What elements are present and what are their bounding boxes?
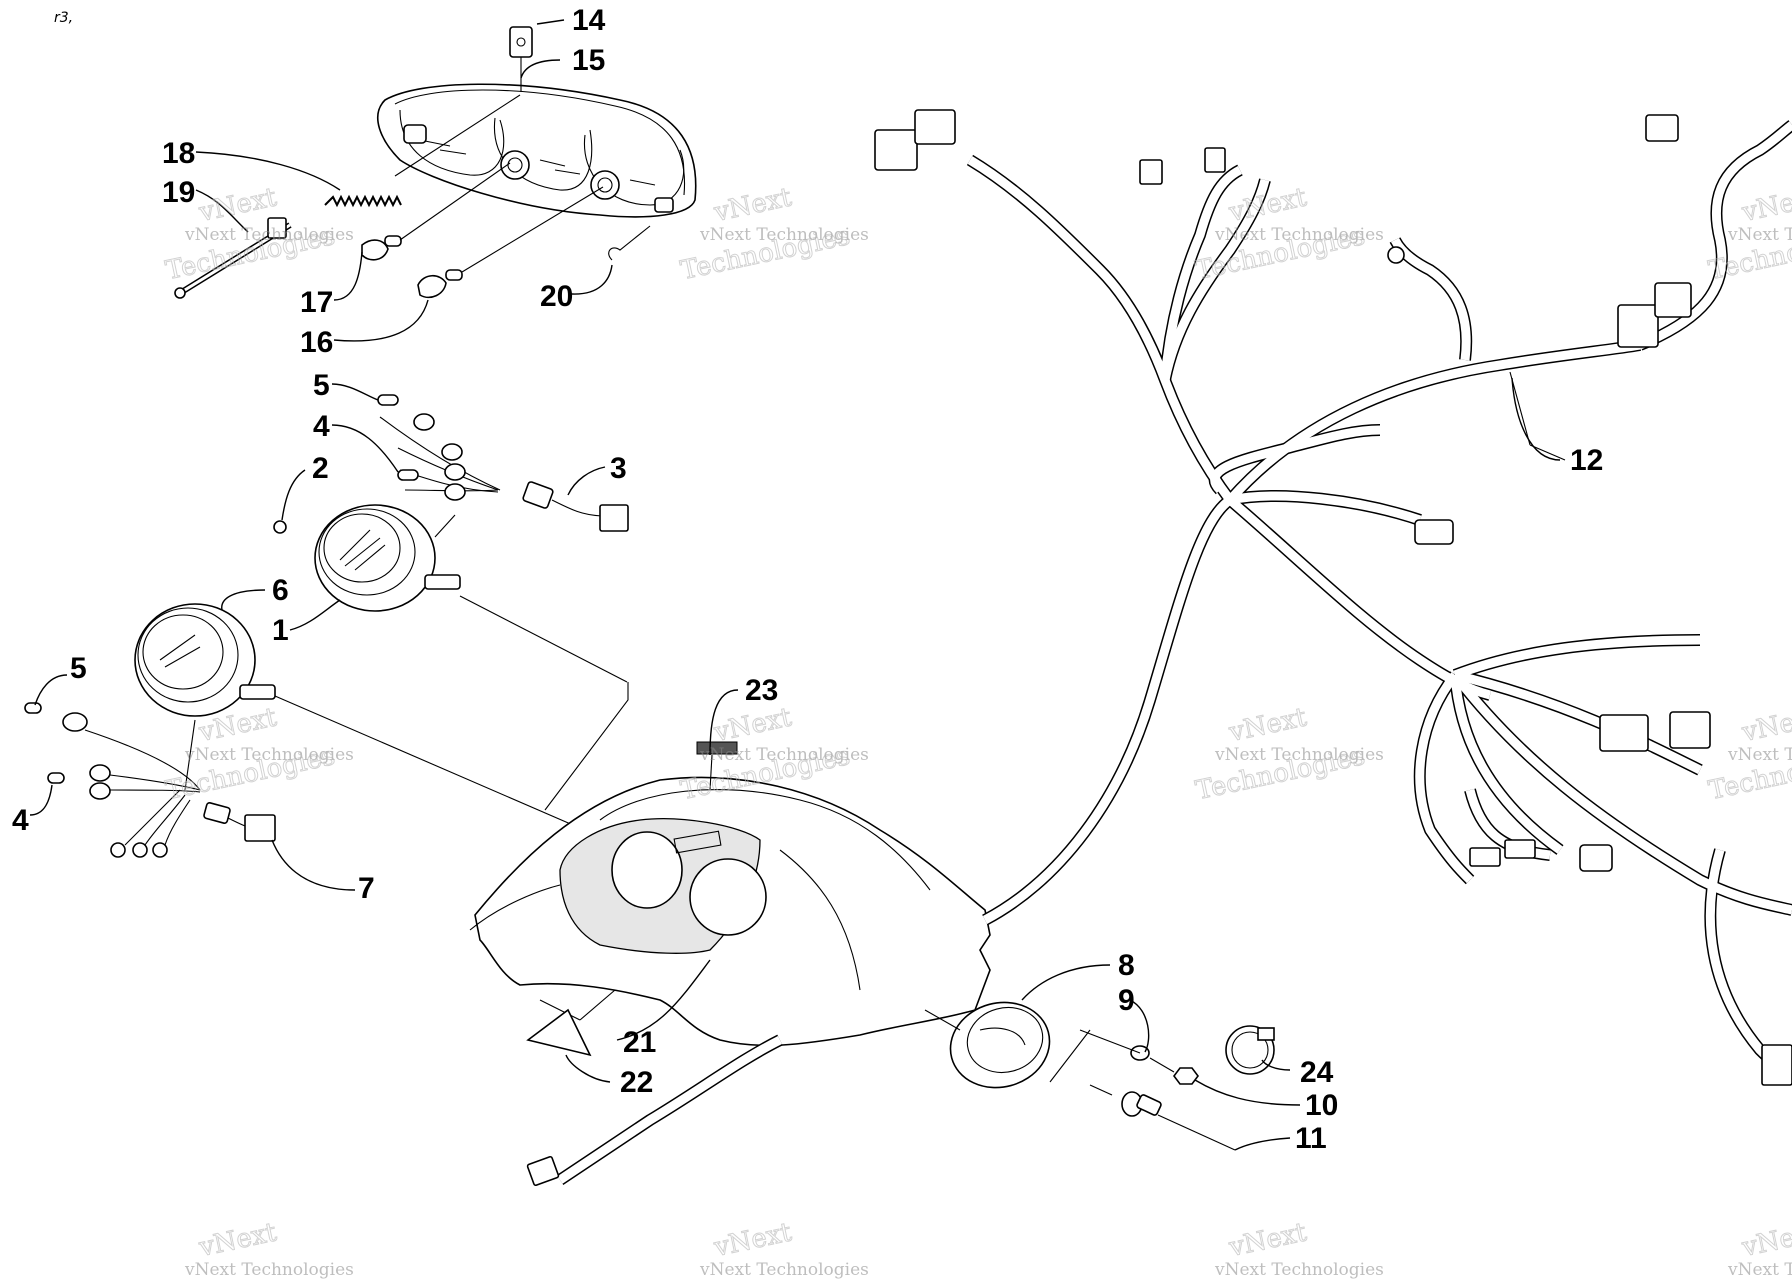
watermark-line2: vNext Technologies	[1214, 225, 1384, 245]
part-3-harness	[379, 413, 629, 538]
part-23-decal	[696, 741, 738, 791]
part-6-gauge	[134, 603, 701, 881]
part-8-switch-housing	[924, 1001, 1051, 1089]
watermark-line2: vNext Technologies	[699, 1260, 869, 1280]
callout-4-left: 4	[12, 804, 29, 837]
part-7-harness	[24, 702, 276, 858]
callout-15: 15	[572, 44, 605, 77]
part-21-dash-panel	[469, 776, 991, 1047]
watermark-line2: vNext Technologies	[699, 745, 869, 765]
watermark-line1: vNext	[1226, 182, 1310, 228]
callout-14: 14	[572, 4, 606, 37]
callout-11: 11	[1295, 1122, 1327, 1155]
watermark-line2: vNext Technologies	[184, 745, 354, 765]
part-9-washer	[1049, 1029, 1150, 1083]
callout-3: 3	[610, 452, 627, 485]
watermark: vNext vNext Technologies Technologies vN…	[163, 182, 1792, 1280]
callout-5-top: 5	[313, 369, 330, 402]
part-24-clamp	[1225, 1025, 1275, 1075]
callout-labels: 14 15 18 19 17 16 20 5 4 2 3 6 1 5 4 7 2…	[12, 4, 1603, 1155]
part-14-clip	[509, 26, 533, 92]
watermark-line1: vNext	[1226, 1217, 1310, 1263]
callout-9: 9	[1118, 984, 1135, 1017]
callout-12: 12	[1570, 444, 1603, 477]
watermark-line2: vNext Technologies	[1727, 745, 1792, 765]
callout-leaders	[29, 19, 1561, 1151]
watermark-line1: vNext	[711, 702, 795, 748]
part-22-decal	[526, 989, 616, 1057]
watermark-line2: vNext Technologies	[1214, 745, 1384, 765]
callout-8: 8	[1118, 949, 1135, 982]
part-12-wire-harness	[874, 109, 1792, 1086]
part-11-key-switch	[1089, 1084, 1236, 1151]
watermark-line2: vNext Technologies	[184, 1260, 354, 1280]
watermark-line2: vNext Technologies	[184, 225, 354, 245]
callout-2: 2	[312, 452, 329, 485]
callout-20: 20	[540, 280, 573, 313]
part-18-spring	[324, 94, 521, 208]
part-20-clip	[608, 225, 651, 261]
callout-7: 7	[358, 872, 375, 905]
watermark-line1: vNext	[1739, 702, 1792, 748]
watermark-line2: vNext Technologies	[699, 225, 869, 245]
callout-4-top: 4	[313, 410, 330, 443]
part-10-nut	[1149, 1057, 1199, 1085]
callout-5-left: 5	[70, 652, 87, 685]
part-17-bulb	[361, 162, 511, 261]
callout-23: 23	[745, 674, 778, 707]
watermark-line1: vNext	[711, 182, 795, 228]
watermark-line1: vNext	[1739, 182, 1792, 228]
watermark-line2: vNext Technologies	[1727, 225, 1792, 245]
watermark-line1: vNext	[196, 1217, 280, 1263]
watermark-line2: vNext Technologies	[1727, 1260, 1792, 1280]
part-16-bulb	[417, 186, 604, 299]
callout-16: 16	[300, 326, 333, 359]
corner-mark: r3,	[54, 10, 73, 26]
callout-24: 24	[1300, 1056, 1334, 1089]
part-19-screw	[174, 217, 292, 299]
part-2-screw	[273, 520, 287, 534]
callout-21: 21	[623, 1026, 656, 1059]
watermark-line1: vNext	[1226, 702, 1310, 748]
callout-17: 17	[300, 286, 333, 319]
watermark-line1: vNext	[711, 1217, 795, 1263]
part-1-gauge	[314, 504, 628, 683]
callout-6: 6	[272, 574, 289, 607]
callout-22: 22	[620, 1066, 653, 1099]
watermark-line1: vNext	[1739, 1217, 1792, 1263]
headlight-housing	[376, 83, 697, 218]
gauge-leader	[544, 682, 629, 811]
callout-19: 19	[162, 176, 195, 209]
callout-18: 18	[162, 137, 195, 170]
watermark-line2: vNext Technologies	[1214, 1260, 1384, 1280]
callout-10: 10	[1305, 1089, 1338, 1122]
dash-wire	[526, 1034, 783, 1187]
part-5-bulb	[377, 394, 419, 481]
callout-1: 1	[272, 614, 289, 647]
